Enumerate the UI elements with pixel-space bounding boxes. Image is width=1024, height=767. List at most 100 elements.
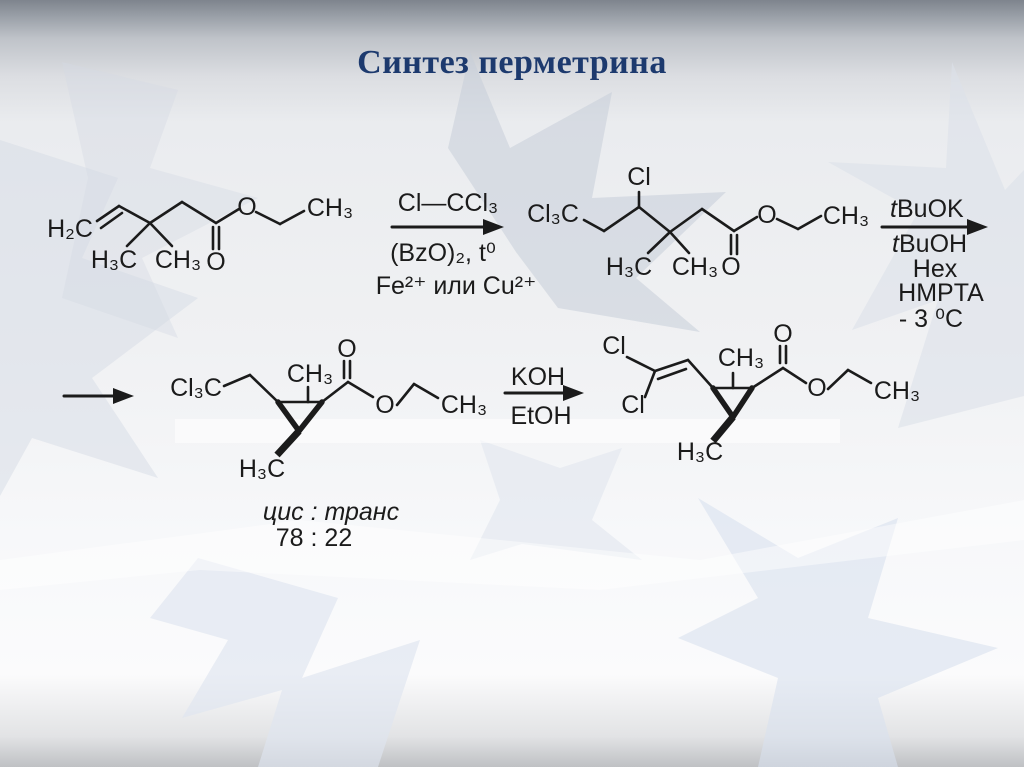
atom-label: H₂C — [47, 215, 93, 243]
atom-label: CH₃ — [155, 246, 201, 274]
leaf-shape — [0, 500, 1024, 590]
ratio-label: цис : транс — [263, 498, 400, 526]
reaction-arrow-4: KOH EtOH — [503, 363, 584, 430]
bond — [732, 215, 759, 233]
bond — [214, 207, 241, 225]
bond — [646, 230, 672, 255]
atom-label: O — [773, 320, 792, 348]
bond — [582, 218, 606, 233]
bond — [125, 221, 152, 248]
reaction-arrow-2: t BuOK t BuOH Hex HMPTA - 3 ⁰C — [880, 195, 988, 333]
bond — [653, 358, 690, 373]
bond — [750, 366, 785, 390]
reaction-arrow-1: Cl—CCl₃ (BzO)₂, t⁰ Fe²⁺ или Cu²⁺ — [376, 189, 537, 300]
reagent-below: Fe²⁺ или Cu²⁺ — [376, 272, 537, 300]
bond — [320, 380, 350, 404]
atom-label: H₃C — [91, 246, 137, 274]
reagent-above: BuOK — [897, 195, 964, 223]
isomer-ratio: цис : транс 78 : 22 — [263, 498, 400, 552]
molecule-structure-2: Cl₃C Cl H₃C CH₃ O O CH₃ — [527, 163, 869, 281]
reagent-below: (BzO)₂, t⁰ — [390, 239, 496, 267]
atom-label: CH₃ — [287, 360, 333, 388]
reagent-below: BuOH — [899, 230, 967, 258]
bond-bold — [275, 399, 302, 434]
atom-label: CH₃ — [823, 202, 869, 230]
leaf-shape — [448, 52, 726, 332]
molecule-structure-3: Cl₃C CH₃ H₃C O O CH₃ — [170, 335, 487, 483]
bond — [643, 369, 657, 399]
reagent-below: - 3 ⁰C — [899, 305, 963, 333]
leaf-shape — [678, 498, 998, 767]
atom-label: O — [375, 391, 394, 419]
atom-label: Cl₃C — [527, 200, 579, 228]
bond — [346, 380, 375, 399]
bond — [668, 230, 691, 255]
bond — [796, 214, 823, 231]
atom-label: O — [337, 335, 356, 363]
slide-title: Синтез перметрина — [357, 44, 667, 81]
leaf-shape — [470, 440, 642, 560]
bond — [95, 204, 121, 223]
leaf-shape — [828, 62, 1024, 428]
atom-label: H₃C — [677, 438, 723, 466]
bond — [148, 200, 184, 225]
atom-label: O — [237, 193, 256, 221]
reagent-below: Hex — [913, 255, 958, 283]
bond — [412, 382, 440, 400]
wedge-bond — [274, 428, 302, 458]
leaf-shape — [0, 140, 198, 496]
molecule-structure-4: Cl Cl CH₃ H₃C O O CH₃ — [602, 320, 920, 466]
reagent-below-italic: t — [892, 230, 900, 258]
reagent-above: KOH — [511, 363, 565, 391]
wedge-bond — [710, 414, 736, 444]
bond — [656, 367, 688, 381]
molecule-structure-1: H₂C H₃C CH₃ O O CH₃ — [47, 193, 353, 276]
bond — [395, 382, 416, 407]
atom-label: O — [206, 248, 225, 276]
atom-label: O — [757, 201, 776, 229]
ratio-value: 78 : 22 — [276, 524, 352, 552]
bond-bold — [710, 385, 736, 420]
bond — [775, 217, 800, 231]
arrow-head — [113, 388, 134, 404]
bond-bold — [296, 399, 325, 434]
bond — [180, 200, 218, 225]
bond — [781, 366, 808, 385]
bond — [278, 209, 306, 226]
reagent-above: Cl—CCl₃ — [398, 189, 498, 217]
bond — [248, 373, 280, 404]
atom-label: CH₃ — [718, 344, 764, 372]
atom-label: H₃C — [606, 253, 652, 281]
atom-label: CH₃ — [672, 253, 718, 281]
atom-label: CH₃ — [874, 377, 920, 405]
reaction-arrow-3 — [62, 388, 134, 404]
bond — [846, 368, 873, 385]
reagent-below: HMPTA — [898, 279, 984, 307]
bond — [222, 373, 252, 388]
atom-label: Cl — [602, 332, 626, 360]
bond — [668, 207, 704, 234]
atom-label: CH₃ — [307, 194, 353, 222]
atom-label: O — [721, 253, 740, 281]
reagent-above-italic: t — [890, 195, 898, 223]
atom-label: Cl — [627, 163, 651, 191]
reagent-below: EtOH — [510, 402, 571, 430]
bond — [625, 355, 657, 373]
leaf-shape — [150, 558, 420, 767]
arrow-head — [563, 385, 584, 401]
bond-bold — [730, 385, 755, 420]
bond — [637, 205, 672, 234]
bond — [254, 210, 282, 226]
bond — [700, 207, 736, 233]
bond — [686, 358, 715, 390]
bond — [148, 221, 174, 248]
bond — [602, 205, 641, 233]
atom-label: Cl₃C — [170, 374, 222, 402]
atom-label: CH₃ — [441, 391, 487, 419]
atom-label: Cl — [621, 391, 645, 419]
bond — [826, 368, 850, 391]
arrow-head — [483, 219, 504, 235]
